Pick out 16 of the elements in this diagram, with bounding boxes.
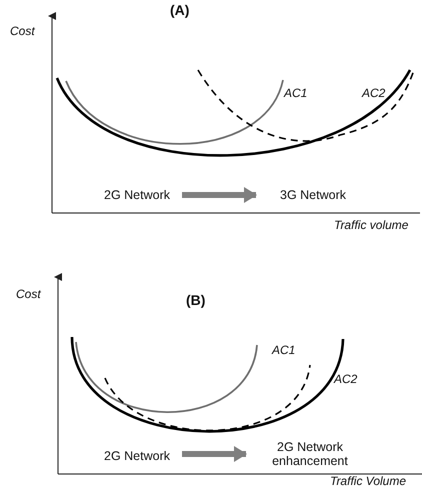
curve-label: AC1 (272, 343, 296, 357)
axis-label: Traffic Volume (330, 474, 406, 486)
panel-label: (B) (186, 292, 206, 308)
curve-label: AC2 (334, 372, 358, 386)
node-label: 2G Network (104, 449, 170, 463)
axis-label: Traffic volume (334, 218, 408, 232)
curve-label: AC2 (362, 86, 386, 100)
node-label: 2G Network (104, 188, 170, 202)
curve-label: AC1 (284, 86, 308, 100)
panel-label: (A) (170, 2, 190, 18)
arrow (182, 446, 247, 462)
node-label: 2G Network enhancement (271, 440, 349, 468)
axis-label: Cost (16, 287, 41, 301)
node-label: 3G Network (280, 188, 346, 202)
axis-label: Cost (10, 24, 35, 38)
arrow (182, 187, 257, 203)
